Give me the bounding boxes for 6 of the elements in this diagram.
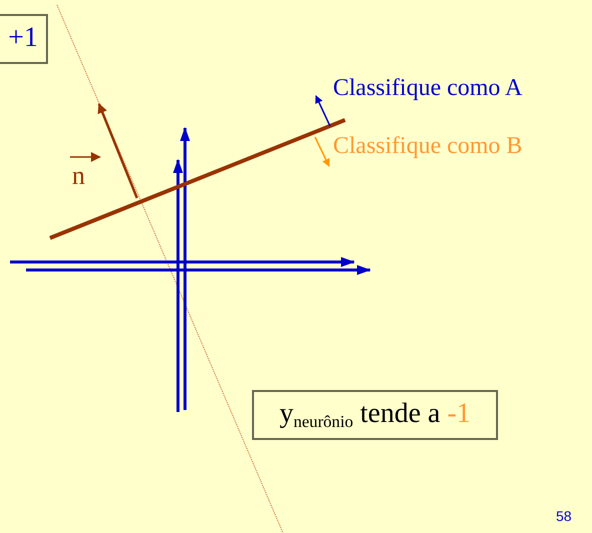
vector-label: n	[72, 163, 85, 189]
class-label: Classifique como B	[333, 134, 522, 158]
page-number: 58	[556, 509, 572, 523]
text-box: +1	[0, 14, 48, 64]
text-box: y$_{neurônio}$ tende a -1	[252, 390, 498, 440]
class-label: Classifique como A	[333, 76, 522, 100]
